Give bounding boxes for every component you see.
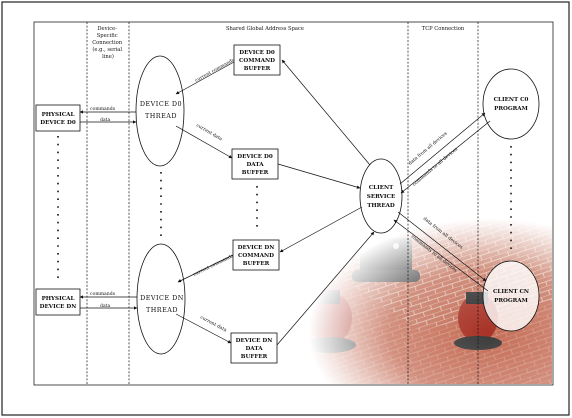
header-tcp: TCP Connection bbox=[422, 26, 465, 32]
label-current-data-dn: current data bbox=[199, 314, 228, 333]
label-commands-to-all-c0: commands to all devices bbox=[411, 146, 459, 188]
label-commands-d0: commands bbox=[90, 106, 116, 112]
header-device-specific: Device- Specific Connection (e.g., seria… bbox=[92, 26, 124, 60]
edge-data-to-c0 bbox=[400, 113, 485, 184]
label-current-commands-d0: current commands bbox=[194, 57, 236, 84]
label-commands-dn: commands bbox=[90, 291, 116, 297]
header-shared-space: Shared Global Address Space bbox=[226, 26, 304, 32]
edge-data-d0-to-service bbox=[278, 164, 360, 188]
label-data-dn: data bbox=[100, 303, 111, 309]
label-data-d0: data bbox=[100, 117, 111, 123]
label-current-commands-dn: current commands bbox=[192, 253, 235, 278]
edge-service-to-cmd-d0 bbox=[282, 60, 370, 165]
